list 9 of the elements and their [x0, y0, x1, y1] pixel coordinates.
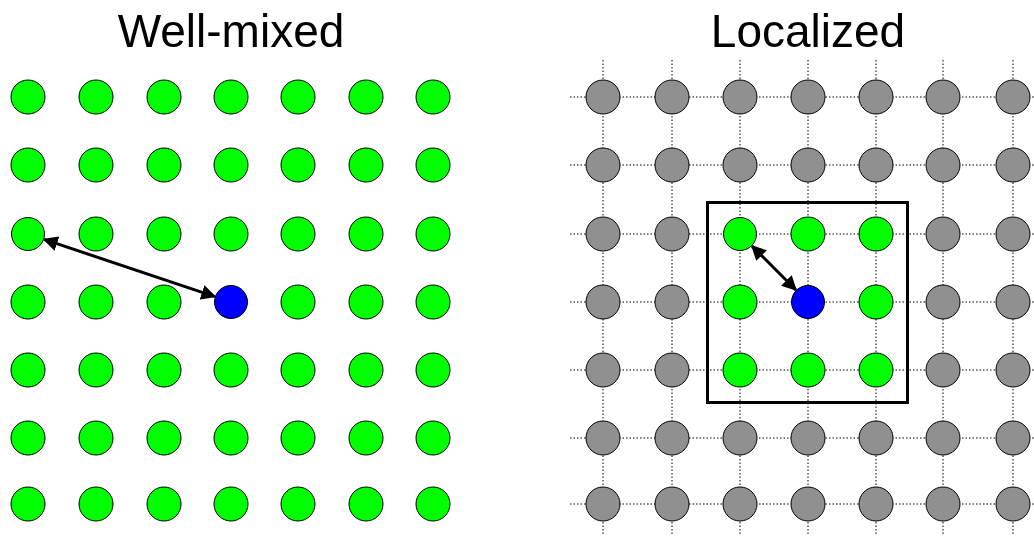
double-arrow	[42, 236, 217, 300]
panel-title: Localized	[710, 5, 906, 57]
circle	[723, 217, 757, 251]
circle	[791, 285, 825, 319]
circle	[214, 285, 248, 319]
double-arrow	[750, 244, 798, 292]
circle	[11, 217, 45, 251]
panel-title: Well-mixed	[117, 5, 345, 57]
neighborhood-frame	[706, 201, 909, 404]
